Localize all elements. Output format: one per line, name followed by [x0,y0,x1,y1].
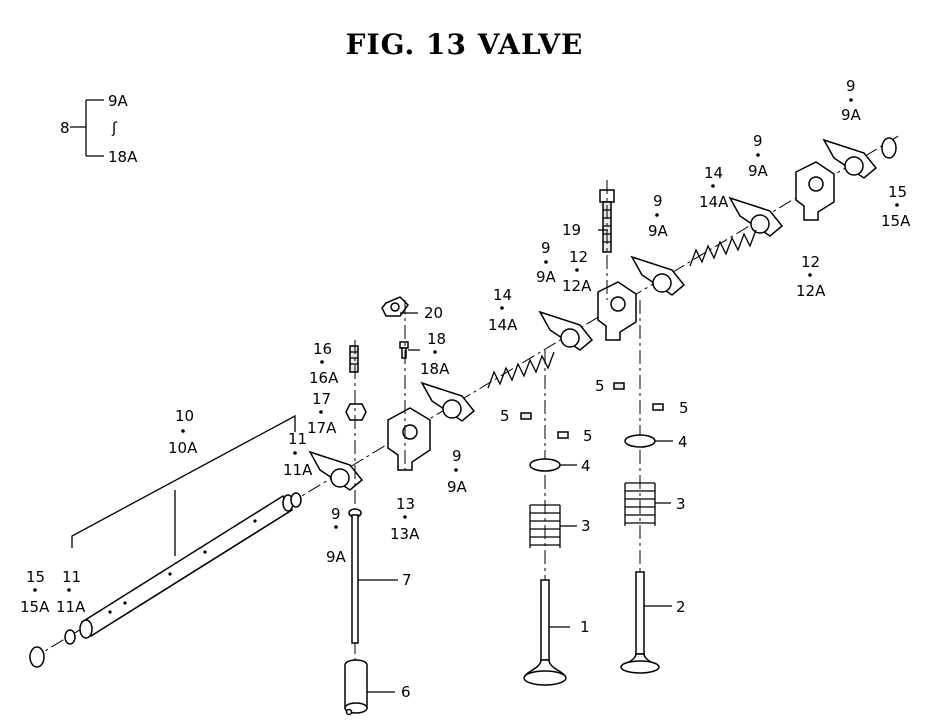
long-bolt [599,189,615,253]
leader-lines [358,440,673,693]
figure-title: FIG. 13 VALVE [345,28,584,61]
rocker-arm-6 [822,138,878,179]
label-13-a: 13A [390,525,420,543]
rocker-bracket-12a [597,281,637,341]
shaft-spring-2 [689,229,757,267]
label-9e: 9 [753,132,763,150]
rocker-arm-3 [538,310,594,351]
label-4a: 4 [581,457,591,475]
keeper-3 [613,382,625,390]
label-16-a: 16A [309,369,339,387]
label-13: 13 [396,495,415,513]
rocker-arm-2 [420,381,476,422]
part-labels: 1 2 3 3 4 4 5 5 5 5 6 7 9 9A 9 9A 9 9A 9… [20,77,911,701]
legend-top-label: 9A [108,92,129,110]
label-14a: 14 [493,286,512,304]
label-15a-a: 15A [20,598,50,616]
label-10-a: 10A [168,439,198,457]
label-14b: 14 [704,164,723,182]
rocker-arm-4 [630,255,686,296]
keeper-1 [520,412,532,420]
label-19: 19 [562,221,581,239]
tappet [344,659,368,716]
label-9e-a: 9A [748,162,769,180]
label-15b: 15 [888,183,907,201]
plug-left [64,629,76,645]
label-3b: 3 [676,495,686,513]
label-9c: 9 [541,239,551,257]
label-12a-a: 12A [562,277,592,295]
shaft-spring-1 [487,351,555,389]
label-9f: 9 [846,77,856,95]
label-17-a: 17A [307,419,337,437]
label-20: 20 [424,304,443,322]
label-9d-a: 9A [648,222,669,240]
rocker-arm-5 [728,196,784,237]
label-9d: 9 [653,192,663,210]
circlip-left [29,646,45,668]
label-separator-dots [33,98,899,592]
label-12b: 12 [801,253,820,271]
label-15a: 15 [26,568,45,586]
label-9c-a: 9A [536,268,557,286]
label-12a: 12 [569,248,588,266]
label-5a: 5 [500,407,510,425]
label-17: 17 [312,390,331,408]
legend-bottom-label: 18A [108,148,138,166]
label-4b: 4 [678,433,688,451]
legend-group-label: 8 [60,119,70,137]
retainer-1 [529,458,561,472]
small-bolt [399,341,409,359]
rocker-arm-1 [308,450,364,491]
label-11b-a: 11A [56,598,86,616]
label-14a-a: 14A [488,316,518,334]
label-9b-a: 9A [447,478,468,496]
label-5d: 5 [679,399,689,417]
label-11b: 11 [62,568,81,586]
label-11a-a: 11A [283,461,313,479]
label-15b-a: 15A [881,212,911,230]
label-16: 16 [313,340,332,358]
circlip-right [881,137,897,159]
shaft-leader [71,414,296,556]
label-18-a: 18A [420,360,450,378]
label-9a-a: 9A [326,548,347,566]
adjusting-screw [349,345,359,373]
exhaust-valve [620,571,660,674]
label-11a: 11 [288,430,307,448]
label-3a: 3 [581,517,591,535]
rocker-bracket-12b [795,161,835,221]
label-18: 18 [427,330,446,348]
bracket-nut [381,296,409,317]
label-9a: 9 [331,505,341,523]
rocker-bracket-13 [387,407,431,471]
keeper-4 [652,403,664,411]
label-9b: 9 [452,447,462,465]
rocker-shaft [79,494,294,639]
lock-nut [345,403,367,421]
label-2: 2 [676,598,686,616]
label-12b-a: 12A [796,282,826,300]
plug-right [290,492,302,508]
label-5b: 5 [583,427,593,445]
label-14b-a: 14A [699,193,729,211]
label-6: 6 [401,683,411,701]
label-7: 7 [402,571,412,589]
retainer-2 [624,434,656,448]
valve-spring-2 [624,482,656,526]
label-9f-a: 9A [841,106,862,124]
legend-mid-label: ʃ [111,119,118,137]
push-rod [348,508,362,644]
label-5c: 5 [595,377,605,395]
label-1: 1 [580,618,590,636]
bolt-leaders [400,229,608,351]
label-10: 10 [175,407,194,425]
keeper-2 [557,431,569,439]
intake-valve [523,579,567,686]
legend-bracket: 8 9A ʃ 18A [60,92,138,166]
